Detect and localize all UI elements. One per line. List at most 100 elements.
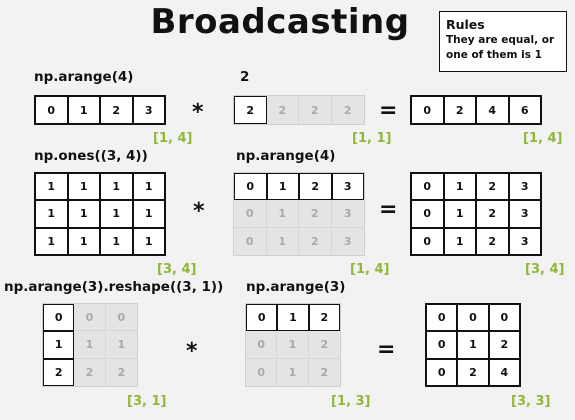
row2-b-cell: 2 [299,227,332,255]
row2-b-cell: 0 [234,200,267,228]
row1-a-shape: [1, 4] [153,131,193,146]
row1-a-cell: 0 [35,96,68,124]
row2-result-shape: [3, 4] [525,262,565,277]
row2-result-cell: 3 [508,227,541,255]
row3-b-shape: [1, 3] [331,394,371,409]
row3-b-cell: 2 [308,331,340,359]
row3-result-cell: 0 [426,304,458,332]
row3-b-label: np.arange(3) [246,279,346,295]
row3-a-cell: 0 [74,304,106,332]
row1-result-cell: 4 [476,96,509,124]
row2-b-cell: 3 [331,173,364,201]
row2-a-cell: 1 [67,173,100,201]
row1-result-shape: [1, 4] [523,131,563,146]
row2-b-cell: 1 [266,200,299,228]
row3-a-label: np.arange(3).reshape((3, 1)) [4,279,224,295]
row2-a-cell: 1 [35,227,68,255]
row3-b-cell: 2 [308,304,340,332]
row3-a-cell: 2 [74,358,106,386]
row1-b-cell: 2 [299,96,332,124]
row2-result-cell: 1 [443,200,476,228]
row3-result-cell: 0 [457,304,489,332]
row2-result-cell: 2 [476,200,509,228]
row2-a-cell: 1 [35,173,68,201]
row3-result-cell: 2 [457,358,489,386]
row1-a-cell: 3 [132,96,165,124]
row2-b-cell: 3 [331,200,364,228]
row3-result-cell: 0 [426,331,458,359]
row3-b-cell: 0 [246,358,278,386]
row2-a-cell: 1 [100,173,133,201]
row2-result-cell: 3 [508,173,541,201]
row2-result-cell: 2 [476,173,509,201]
row1-b-cell: 2 [266,96,299,124]
row2-result-cell: 2 [476,227,509,255]
row2-a-label: np.ones((3, 4)) [34,148,148,164]
rules-line-2: one of them is 1 [446,49,542,61]
row2-result-cell: 0 [411,227,444,255]
row3-a-cell: 2 [105,358,137,386]
row3-a-cell: 0 [43,304,75,332]
equals-operator-row2: = [379,197,398,222]
row1-a-label: np.arange(4) [34,69,134,85]
row2-b-cell: 1 [266,173,299,201]
row3-b-cell: 0 [246,331,278,359]
rules-box: Rules They are equal, or one of them is … [439,11,567,72]
row1-result-cell: 6 [508,96,541,124]
row2-a-cell: 1 [67,200,100,228]
row3-b-cell: 2 [308,358,340,386]
row2-a-cell: 1 [132,227,165,255]
row2-a-cell: 1 [132,173,165,201]
row2-result-cell: 1 [443,173,476,201]
row1-b-cell: 2 [331,96,364,124]
row2-result-cell: 0 [411,173,444,201]
row2-a-cell: 1 [67,227,100,255]
row2-b-label: np.arange(4) [236,148,336,164]
row3-result-cell: 0 [426,358,458,386]
row2-b-cell: 1 [266,227,299,255]
row3-a-cell: 2 [43,358,75,386]
row3-a-cell: 1 [74,331,106,359]
row1-a-cell: 2 [100,96,133,124]
rules-heading: Rules [446,17,485,32]
row2-result-cell: 0 [411,200,444,228]
row2-result-cell: 3 [508,200,541,228]
multiply-operator-row1: * [192,100,204,125]
row1-result-cell: 2 [443,96,476,124]
row1-b-label: 2 [240,69,250,85]
row3-a-shape: [3, 1] [127,394,167,409]
row3-b-cell: 1 [277,304,309,332]
row2-b-cell: 3 [331,227,364,255]
row3-result-cell: 4 [488,358,520,386]
row1-b-shape: [1, 1] [352,131,392,146]
rules-line-1: They are equal, or [446,34,555,46]
multiply-operator-row3: * [186,339,198,364]
row2-b-cell: 2 [299,173,332,201]
row3-result-shape: [3, 3] [511,394,551,409]
row3-b-cell: 1 [277,331,309,359]
row3-result-cell: 0 [488,304,520,332]
row2-a-cell: 1 [132,200,165,228]
row2-b-cell: 2 [299,200,332,228]
row3-result-cell: 2 [488,331,520,359]
row2-result-cell: 1 [443,227,476,255]
row3-b-cell: 1 [277,358,309,386]
row3-result-cell: 1 [457,331,489,359]
multiply-operator-row2: * [193,199,205,224]
row1-a-cell: 1 [67,96,100,124]
row3-a-cell: 0 [105,304,137,332]
equals-operator-row1: = [379,98,398,123]
row3-a-cell: 1 [105,331,137,359]
row2-a-shape: [3, 4] [157,262,197,277]
row2-b-cell: 0 [234,173,267,201]
row1-b-cell: 2 [234,96,267,124]
row2-a-cell: 1 [35,200,68,228]
row3-a-cell: 1 [43,331,75,359]
